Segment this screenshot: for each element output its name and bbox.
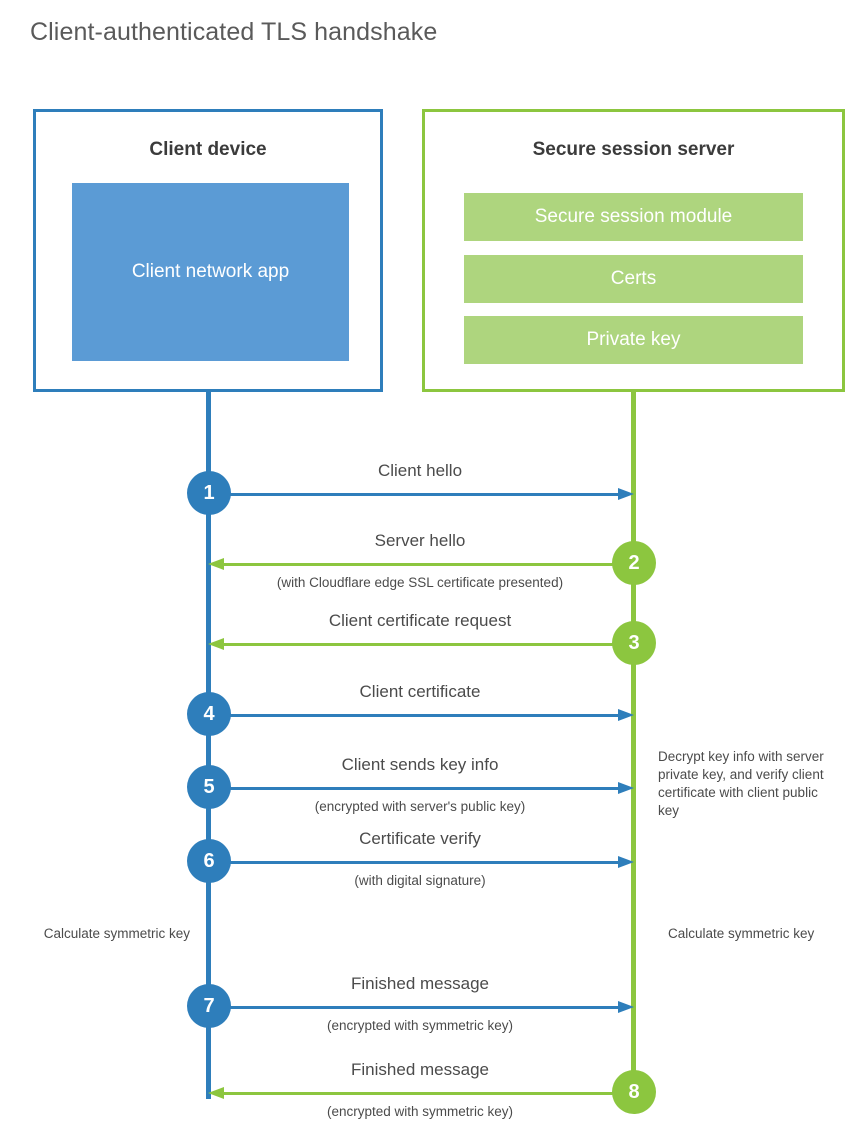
- step-arrow-head-icon: [208, 1087, 224, 1099]
- server-decrypt-note: Decrypt key info with server private key…: [658, 749, 824, 818]
- server-block-certs: Certs: [464, 255, 803, 303]
- step-number-badge: 7: [187, 984, 231, 1028]
- step-arrow-head-icon: [618, 1001, 634, 1013]
- step-number-badge: 4: [187, 692, 231, 736]
- step-sublabel: (encrypted with symmetric key): [326, 1018, 514, 1033]
- server-lifeline: [631, 392, 636, 1092]
- step-arrow-head-icon: [208, 638, 224, 650]
- step-sublabel: (encrypted with symmetric key): [326, 1104, 514, 1119]
- step-arrow-line: [208, 493, 622, 496]
- step-arrow-line: [220, 643, 634, 646]
- step-arrow-head-icon: [618, 856, 634, 868]
- step-label: Certificate verify: [359, 829, 481, 848]
- secure-session-server-box: Secure session server Secure session mod…: [422, 109, 845, 392]
- step-sublabel: (encrypted with server's public key): [314, 799, 526, 814]
- step-arrow-line: [208, 787, 622, 790]
- step-arrow-line: [208, 861, 622, 864]
- step-arrow-head-icon: [618, 709, 634, 721]
- step-label: Server hello: [374, 531, 466, 550]
- step-number-badge: 3: [612, 621, 656, 665]
- step-number-badge: 1: [187, 471, 231, 515]
- page-title: Client-authenticated TLS handshake: [30, 18, 438, 46]
- step-number-badge: 8: [612, 1070, 656, 1114]
- client-network-app-label: Client network app: [131, 261, 290, 282]
- step-label: Finished message: [351, 974, 489, 993]
- server-block-secure-session-module: Secure session module: [464, 193, 803, 241]
- step-arrow-head-icon: [618, 782, 634, 794]
- step-number-badge: 5: [187, 765, 231, 809]
- client-device-box: Client device Client network app: [33, 109, 383, 392]
- step-arrow-line: [220, 563, 634, 566]
- step-label: Client certificate: [359, 682, 481, 701]
- step-label: Finished message: [351, 1060, 489, 1079]
- step-arrow-line: [208, 1006, 622, 1009]
- step-label: Client sends key info: [341, 755, 499, 774]
- client-lifeline: [206, 392, 211, 1099]
- step-arrow-line: [208, 714, 622, 717]
- step-sublabel: (with Cloudflare edge SSL certificate pr…: [276, 575, 564, 590]
- client-calculate-symmetric-key-note: Calculate symmetric key: [43, 926, 190, 941]
- step-arrow-head-icon: [208, 558, 224, 570]
- step-number-badge: 6: [187, 839, 231, 883]
- step-number-badge: 2: [612, 541, 656, 585]
- secure-session-server-title: Secure session server: [532, 139, 735, 160]
- server-calculate-symmetric-key-note: Calculate symmetric key: [668, 926, 815, 941]
- client-network-app-block: Client network app: [72, 183, 349, 361]
- server-block-private-key: Private key: [464, 316, 803, 364]
- step-arrow-line: [220, 1092, 634, 1095]
- step-arrow-head-icon: [618, 488, 634, 500]
- step-label: Client hello: [377, 461, 463, 480]
- step-label: Client certificate request: [328, 611, 512, 630]
- step-sublabel: (with digital signature): [354, 873, 486, 888]
- client-device-title: Client device: [149, 139, 267, 160]
